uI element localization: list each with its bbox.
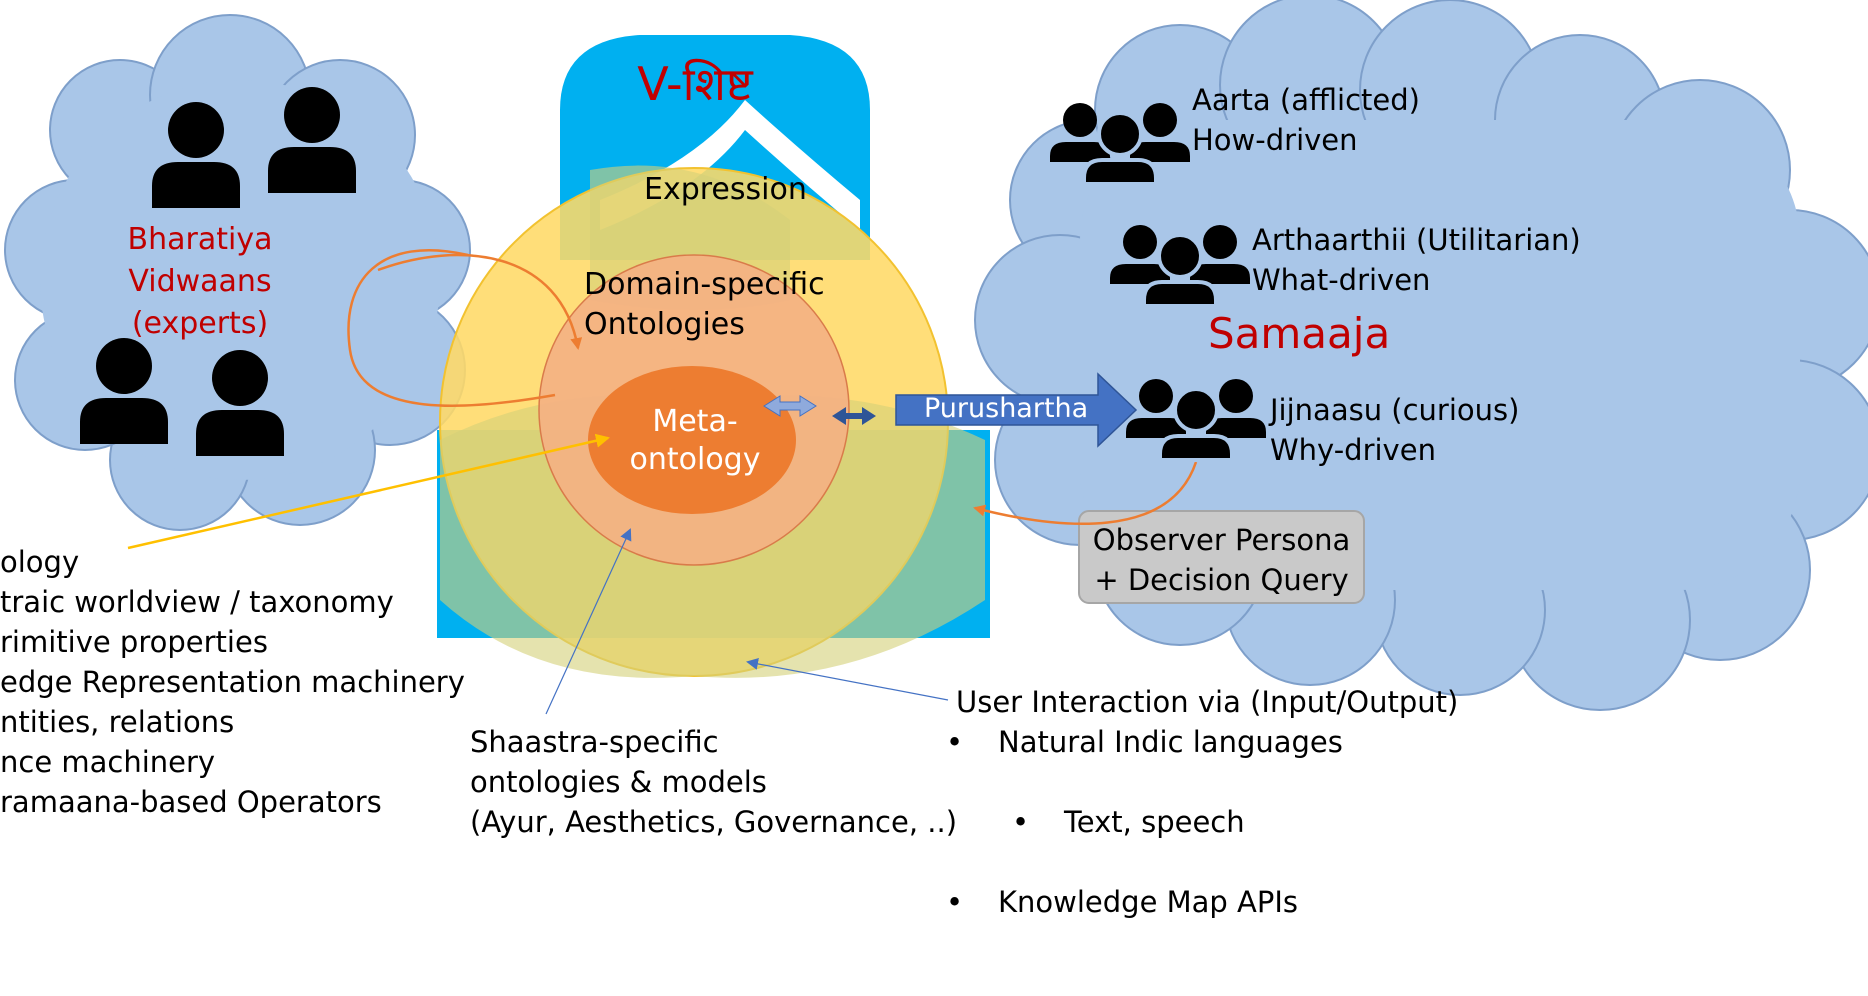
- society-cloud: [974, 0, 1868, 711]
- observer-label-line2: + Decision Query: [1094, 563, 1349, 597]
- observer-label-line1: Observer Persona: [1092, 523, 1351, 557]
- group-aarta-line2: How-driven: [1192, 123, 1358, 157]
- meta-pointer: [127, 433, 610, 550]
- group-jijnaasu-line1: Jijnaasu (curious): [1270, 393, 1520, 427]
- domain-ontology-label-line1: Domain-specific: [584, 267, 825, 302]
- shaastra-pointer: [545, 528, 632, 715]
- interaction-pointer: [746, 657, 949, 701]
- experts-label-line2: Vidwaans: [128, 264, 272, 299]
- meta-note: rimitive properties: [0, 625, 268, 659]
- observer-box: [1078, 510, 1365, 604]
- meta-ontology-label-line1: Meta-: [652, 404, 738, 439]
- interaction-heading: User Interaction via (Input/Output): [956, 685, 1459, 719]
- double-arrow-icon: [763, 395, 817, 417]
- interaction-item-apis: Knowledge Map APIs: [946, 882, 1868, 922]
- meta-ontology-core: [588, 366, 796, 514]
- meta-note: traic worldview / taxonomy: [0, 585, 394, 619]
- group-arthaarthii-line1: Arthaarthii (Utilitarian): [1252, 223, 1581, 257]
- group-aarta-line1: Aarta (afflicted): [1192, 83, 1420, 117]
- meta-note: ntities, relations: [0, 705, 235, 739]
- double-arrow-icon: [832, 407, 876, 425]
- purushartha-arrow: [895, 372, 1138, 448]
- purushartha-label: Purushartha: [924, 393, 1089, 424]
- meta-note: ology: [0, 545, 80, 579]
- expression-label: Expression: [644, 172, 807, 207]
- experts-curve-arrow: [377, 253, 583, 350]
- shaastra-line1: Shaastra-specific: [470, 725, 719, 759]
- domain-ontology-label-line2: Ontologies: [584, 307, 745, 342]
- experts-label-line3: (experts): [131, 306, 269, 341]
- meta-note: edge Representation machinery: [0, 665, 465, 699]
- meta-ontology-label-line2: ontology: [629, 442, 761, 477]
- shaastra-line3: (Ayur, Aesthetics, Governance, ..): [470, 805, 958, 839]
- samaaja-title: Samaaja: [1208, 309, 1391, 358]
- meta-note: ramaana-based Operators: [0, 785, 382, 819]
- meta-note: nce machinery: [0, 745, 216, 779]
- experts-label-line1: Bharatiya: [127, 222, 273, 257]
- group-arthaarthii-line2: What-driven: [1252, 263, 1431, 297]
- observer-curve-arrow: [973, 461, 1198, 526]
- interaction-item-languages: Natural Indic languages: [946, 722, 1868, 762]
- platform-title: V-शिष्ट: [637, 57, 753, 111]
- interaction-subitem-text-speech: Text, speech: [1012, 802, 1868, 842]
- shaastra-line2: ontologies & models: [470, 765, 767, 799]
- group-jijnaasu-line2: Why-driven: [1270, 433, 1436, 467]
- experts-curve-back: [347, 249, 556, 408]
